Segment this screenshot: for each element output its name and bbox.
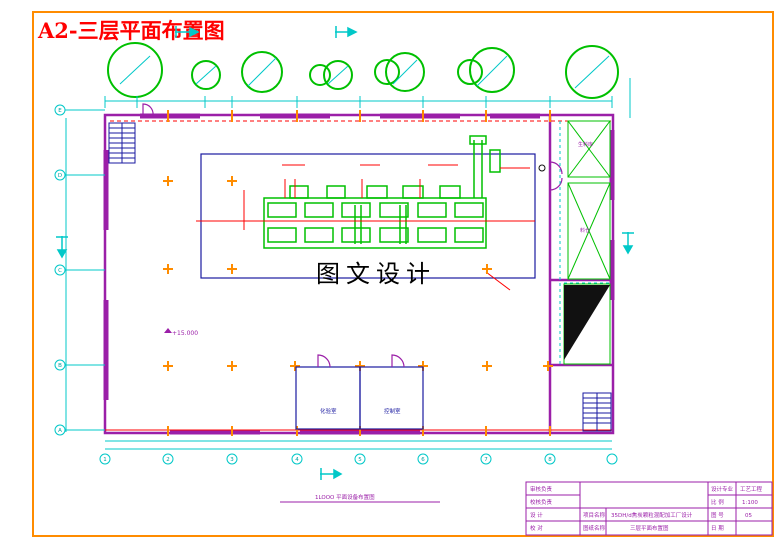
equipment-circles-row [107, 42, 619, 99]
central-equipment [263, 135, 501, 249]
title-block-text: 审核负责 校核负责 设 计 校 对 项目名称 图纸名称 35DH/d焦炭颗粒混配… [530, 485, 763, 532]
silo-bay-dashes [559, 121, 610, 365]
room-label-raw-silo: 生料库 [578, 141, 593, 148]
staircase-top-left [108, 122, 136, 164]
svg-text:工艺工程: 工艺工程 [740, 485, 763, 493]
svg-text:6: 6 [421, 457, 425, 463]
title-block [525, 481, 773, 536]
top-dimension-line [104, 78, 631, 118]
svg-text:图纸名称: 图纸名称 [583, 524, 606, 532]
svg-text:7: 7 [484, 457, 488, 463]
svg-text:校 对: 校 对 [530, 524, 543, 532]
svg-text:项目名称: 项目名称 [583, 511, 606, 519]
svg-text:5: 5 [358, 457, 362, 463]
svg-text:8: 8 [548, 457, 552, 463]
svg-text:35DH/d焦炭颗粒混配加工厂设计: 35DH/d焦炭颗粒混配加工厂设计 [611, 511, 693, 519]
section-arrow-right [622, 232, 634, 255]
svg-text:设 计: 设 计 [530, 511, 543, 519]
svg-text:设计专业: 设计专业 [711, 485, 734, 493]
svg-text:审核负责: 审核负责 [530, 485, 553, 493]
wall-thickening [103, 113, 615, 435]
section-arrow-top-left [175, 26, 200, 38]
equipment-red-details [196, 164, 535, 291]
watermark-text: 图文设计 [316, 260, 436, 288]
svg-text:A: A [58, 428, 62, 434]
svg-text:校核负责: 校核负责 [530, 498, 553, 506]
equipment-diameter-lines [119, 55, 610, 89]
svg-text:2: 2 [166, 457, 170, 463]
wall-marker [538, 164, 546, 172]
equipment-zone-outline [200, 153, 536, 279]
room-label-control: 控制室 [384, 407, 401, 415]
svg-text:E: E [58, 108, 62, 114]
section-arrow-top-right [335, 26, 358, 38]
svg-text:1: 1 [103, 457, 107, 463]
svg-text:4: 4 [295, 457, 299, 463]
room-doors [142, 103, 563, 368]
staircase-bottom-right [582, 392, 612, 432]
svg-text:图 号: 图 号 [711, 511, 724, 519]
elevation-triangle [164, 328, 172, 333]
bottom-axis-grid [99, 440, 618, 465]
section-arrow-bottom [320, 468, 343, 480]
svg-text:比 例: 比 例 [711, 498, 724, 506]
elevation-label: +15.000 [172, 330, 198, 337]
drawing-border [32, 11, 774, 537]
svg-text:C: C [58, 268, 62, 274]
svg-text:3: 3 [230, 457, 234, 463]
svg-text:B: B [58, 363, 62, 369]
hopper-shape [564, 285, 610, 360]
bottom-axis-numbers: 1 2 3 4 5 6 7 8 [103, 457, 552, 463]
room-label-lab: 化验室 [320, 407, 337, 415]
plan-caption: 1LOOO 平面设备布置图 [315, 493, 375, 501]
svg-text:三层平面布置图: 三层平面布置图 [630, 524, 669, 532]
svg-text:1:100: 1:100 [742, 500, 758, 506]
room-label-bin: 料仓 [580, 227, 590, 234]
section-arrow-left [56, 236, 68, 259]
bottom-rooms [295, 366, 424, 430]
svg-text:D: D [58, 173, 62, 179]
left-axis-letters: E D C B A [58, 108, 62, 434]
left-axis-grid [54, 104, 105, 436]
svg-text:05: 05 [745, 513, 752, 519]
svg-text:日 期: 日 期 [711, 525, 724, 532]
